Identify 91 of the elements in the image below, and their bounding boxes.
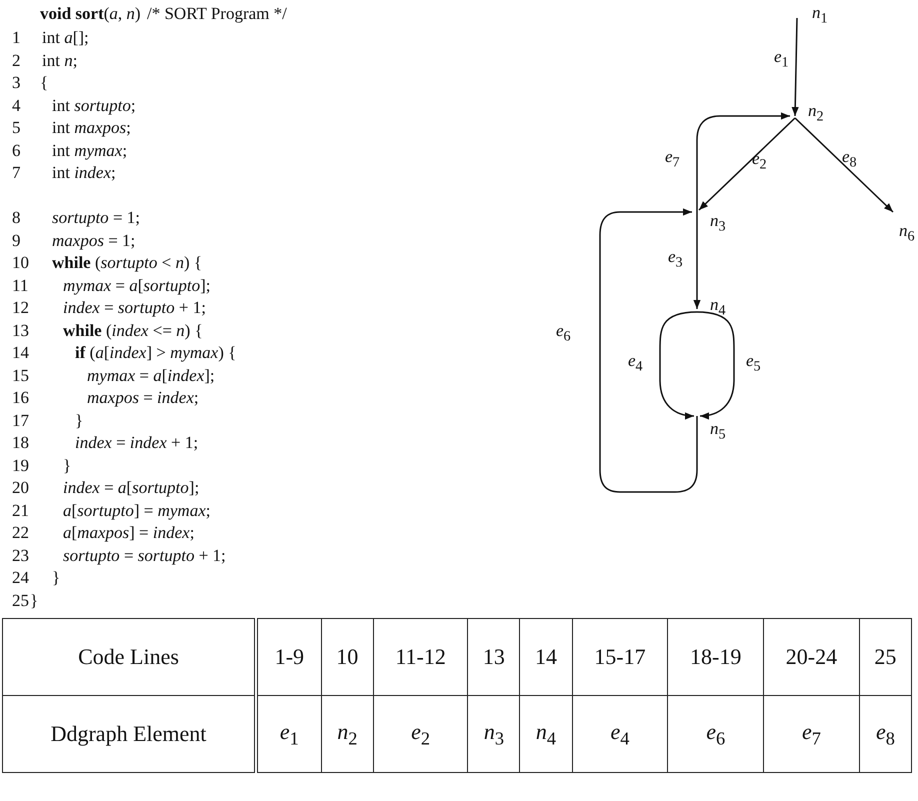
code-line: sortupto = 1;	[52, 208, 140, 228]
arrow	[792, 18, 799, 116]
node-label: n$_{2}$	[808, 102, 824, 126]
line-number: 2	[12, 50, 20, 70]
arrow	[659, 311, 698, 420]
line-number: 22	[12, 523, 29, 543]
code-line: index = sortupto + 1;	[63, 298, 206, 318]
line-number: 1	[12, 28, 20, 48]
code-line: int a[];	[42, 28, 89, 48]
node-label: n$_{5}$	[710, 420, 726, 444]
code-line: a[sortupto] = mymax;	[63, 500, 210, 520]
node-label: n$_{4}$	[710, 296, 726, 320]
line-number: 6	[12, 140, 20, 160]
code-line: }	[52, 568, 60, 588]
table-cell: 18-19	[668, 618, 764, 696]
code-line: mymax = a[index];	[87, 366, 215, 386]
code-line: a[maxpos] = index;	[63, 523, 194, 543]
table-cell: 20-24	[764, 618, 860, 696]
edge-label: e$_{6}$	[556, 322, 571, 346]
table-cell: e$_{2}$	[373, 696, 468, 772]
table-cell: e$_{1}$	[256, 696, 322, 772]
table-cell: n$_{3}$	[468, 696, 520, 772]
code-line: sortupto = sortupto + 1;	[63, 546, 226, 566]
table-cell: e$_{8}$	[859, 696, 912, 772]
edge-label: e$_{5}$	[746, 352, 761, 376]
code-comment: /* SORT Program */	[147, 4, 287, 24]
line-number: 11	[12, 276, 28, 296]
function-signature: void sort(a, n)	[40, 4, 141, 24]
code-line: mymax = a[sortupto];	[63, 276, 210, 296]
code-line: maxpos = 1;	[52, 230, 136, 250]
line-number: 20	[12, 478, 29, 498]
code-line: while (sortupto < n) {	[52, 253, 202, 273]
table-cell: n$_{2}$	[321, 696, 374, 772]
code-line: }	[30, 590, 38, 610]
line-number: 19	[12, 456, 29, 476]
line-number: 10	[12, 253, 29, 273]
table-cell: 11-12	[373, 618, 468, 696]
arrow	[599, 208, 698, 493]
arrow	[794, 117, 894, 213]
line-number: 12	[12, 298, 29, 318]
line-number: 24	[12, 568, 29, 588]
line-number: 25	[12, 590, 29, 610]
code-line: }	[75, 410, 84, 430]
row-header: Code Lines	[2, 618, 256, 696]
code-line: maxpos = index;	[87, 388, 199, 408]
table-cell: n$_{4}$	[520, 696, 572, 772]
code-line: index = a[sortupto];	[63, 478, 200, 498]
code-line: int maxpos;	[52, 118, 131, 138]
line-number: 17	[12, 410, 29, 430]
code-line: int n;	[42, 50, 78, 70]
line-number: 18	[12, 433, 29, 453]
code-line: }	[63, 456, 72, 476]
table-cell: 1-9	[256, 618, 322, 696]
line-number: 3	[12, 73, 20, 93]
edge-label: e$_{4}$	[628, 352, 643, 376]
arrow	[693, 212, 701, 309]
code-line: while (index <= n) {	[63, 320, 203, 340]
line-number: 23	[12, 546, 29, 566]
table-cell: e$_{6}$	[668, 696, 764, 772]
edge-label: e$_{7}$	[665, 148, 680, 172]
line-number: 13	[12, 320, 29, 340]
line-number: 7	[12, 163, 20, 183]
table-cell: 13	[468, 618, 520, 696]
table-cell: 14	[520, 618, 572, 696]
line-number: 5	[12, 118, 20, 138]
code-line: {	[40, 73, 48, 93]
node-label: n$_{1}$	[812, 4, 828, 28]
edge-label: e$_{3}$	[668, 248, 683, 272]
line-number: 21	[12, 500, 29, 520]
table-cell: 25	[859, 618, 912, 696]
node-label: n$_{6}$	[899, 222, 915, 246]
line-number: 8	[12, 208, 20, 228]
line-number: 16	[12, 388, 29, 408]
line-number: 4	[12, 96, 20, 116]
code-line: int index;	[52, 163, 116, 183]
table-cell: e$_{7}$	[764, 696, 860, 772]
table-cell: 15-17	[572, 618, 668, 696]
arrow	[696, 311, 735, 420]
code-line: index = index + 1;	[75, 433, 198, 453]
node-label: n$_{3}$	[710, 212, 726, 236]
edge-label: e$_{8}$	[842, 148, 857, 172]
code-line: if (a[index] > mymax) {	[75, 343, 236, 363]
code-line: int mymax;	[52, 140, 128, 160]
row-header: Ddgraph Element	[2, 696, 256, 772]
edge-label: e$_{1}$	[774, 48, 789, 72]
table-cell: e$_{4}$	[572, 696, 668, 772]
code-line: int sortupto;	[52, 96, 136, 116]
line-number: 9	[12, 230, 20, 250]
line-number: 15	[12, 366, 29, 386]
line-number: 14	[12, 343, 29, 363]
table-cell: 10	[321, 618, 374, 696]
